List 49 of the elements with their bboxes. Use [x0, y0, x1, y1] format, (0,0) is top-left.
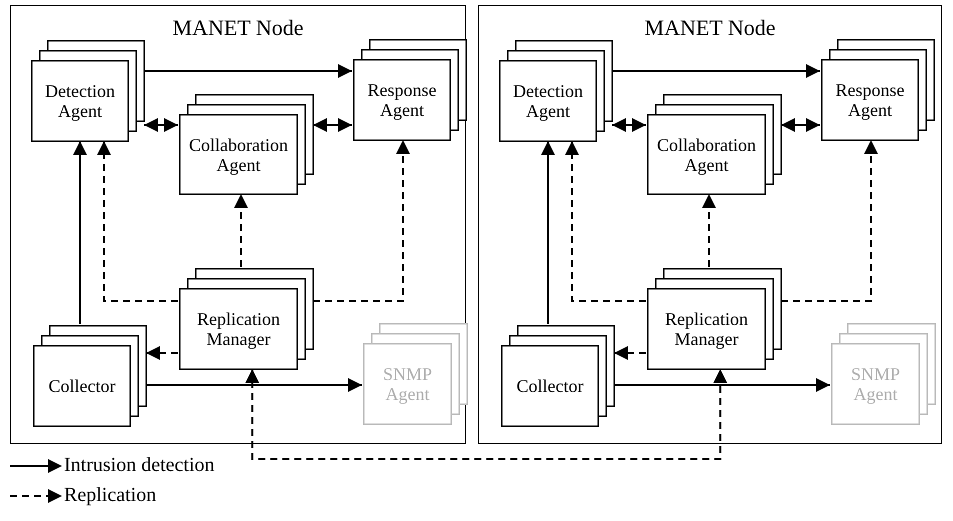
panel-title: MANET Node — [172, 16, 304, 40]
arrow — [541, 141, 555, 324]
box-label: SNMP Agent — [850, 364, 902, 404]
box-label: Response Agent — [366, 80, 438, 120]
box-label: Collector — [48, 376, 116, 396]
legend-label: Replication — [64, 484, 156, 506]
stacked-box — [31, 40, 145, 142]
arrow — [612, 64, 820, 78]
arrow — [313, 140, 410, 302]
arrow — [146, 346, 178, 360]
stacked-box — [179, 268, 314, 370]
box-label: Collector — [516, 376, 584, 396]
arrow — [146, 378, 362, 392]
box-label: Replication Manager — [664, 309, 749, 349]
stacked-box — [501, 325, 615, 427]
box-label: SNMP Agent — [382, 364, 434, 404]
box-label: Detection Agent — [512, 81, 584, 121]
stacked-box — [821, 39, 935, 141]
stacked-box — [179, 94, 314, 195]
panel-title: MANET Node — [644, 16, 776, 40]
arrow — [144, 118, 178, 132]
stacked-box — [647, 268, 782, 370]
arrow — [234, 194, 248, 267]
arrow — [565, 141, 646, 302]
box-label: Collaboration Agent — [656, 134, 757, 174]
node-panel — [478, 5, 942, 444]
arrow — [614, 346, 646, 360]
stacked-box — [831, 323, 936, 425]
arrow — [781, 140, 878, 302]
node-panel — [10, 5, 466, 444]
stacked-box — [363, 323, 468, 425]
arrow — [144, 64, 352, 78]
stacked-box — [33, 325, 147, 427]
stacked-box — [499, 40, 613, 142]
arrow — [614, 378, 830, 392]
arrow — [612, 118, 646, 132]
stacked-box — [353, 39, 467, 141]
box-label: Collaboration Agent — [188, 134, 289, 174]
arrow — [245, 369, 728, 460]
box-label: Detection Agent — [44, 81, 116, 121]
arrow — [781, 118, 820, 132]
box-label: Replication Manager — [196, 309, 281, 349]
arrow — [97, 141, 178, 302]
arrow — [73, 141, 87, 324]
box-label: Response Agent — [834, 80, 906, 120]
arrow — [313, 118, 352, 132]
stacked-box — [647, 94, 782, 195]
arrow — [702, 194, 716, 267]
legend-label: Intrusion detection — [64, 454, 215, 476]
